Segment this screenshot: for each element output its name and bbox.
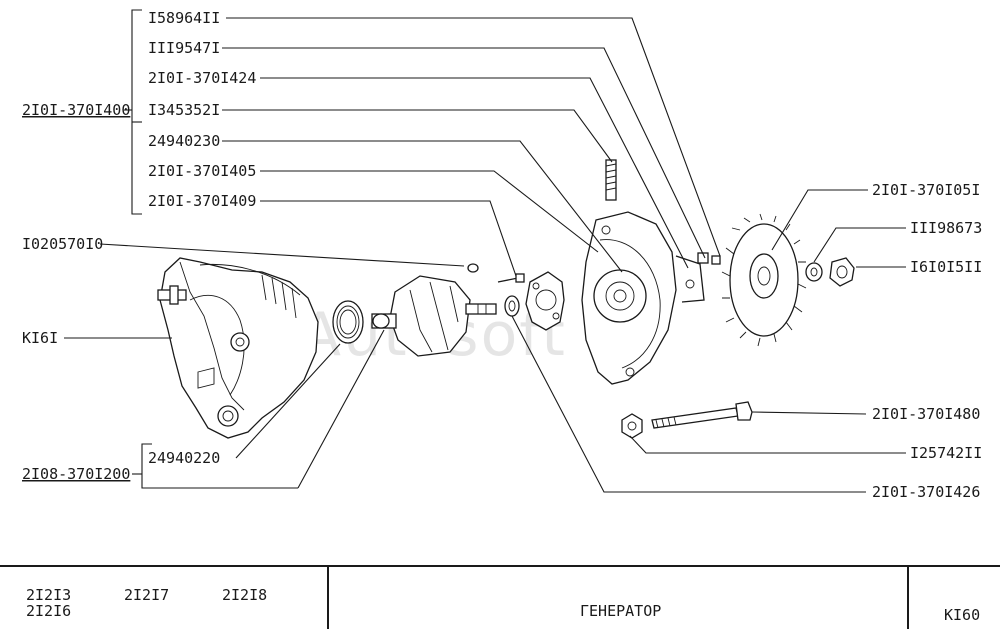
label-2I0I-370I480: 2I0I-370I480 (872, 405, 980, 423)
bearing-cover-plate (525, 271, 565, 331)
part-labels: I58964II III9547I 2I0I-370I424 I345352I … (22, 9, 982, 501)
label-24940220: 24940220 (148, 449, 220, 467)
sheet-number: KI60 (944, 606, 980, 624)
through-bolt (651, 401, 753, 429)
pulley-nut (829, 257, 855, 287)
fan-pulley (721, 213, 807, 347)
title-block: 2I2I3 2I2I7 2I2I8 2I2I6 ГЕНЕРАТОР KI60 (0, 565, 1000, 629)
model-2I2I8: 2I2I8 (222, 586, 267, 604)
model-2I2I3: 2I2I3 (26, 586, 71, 604)
label-I345352I: I345352I (148, 101, 220, 119)
screw (497, 273, 525, 283)
label-I6I0I5II: I6I0I5II (910, 258, 982, 276)
label-2I0I-370I405: 2I0I-370I405 (148, 162, 256, 180)
label-24940230: 24940230 (148, 132, 220, 150)
label-2I0I-370I409: 2I0I-370I409 (148, 192, 256, 210)
label-I25742II: I25742II (910, 444, 982, 462)
label-III98673: III98673 (910, 219, 982, 237)
threaded-stud (605, 159, 617, 201)
front-bearing (332, 300, 364, 344)
spring-washer (805, 262, 823, 282)
label-2I0I-370I05I: 2I0I-370I05I (872, 181, 980, 199)
model-2I2I7: 2I2I7 (124, 586, 169, 604)
rear-bearing (504, 295, 520, 317)
label-III9547I: III9547I (148, 39, 220, 57)
alternator-housing (157, 257, 319, 439)
model-2I2I6: 2I2I6 (26, 602, 71, 620)
label-I020570I0: I020570I0 (22, 235, 103, 253)
label-assembly-2I08-370I200: 2I08-370I200 (22, 465, 130, 483)
label-2I0I-370I426: 2I0I-370I426 (872, 483, 980, 501)
bolt-nut (621, 413, 643, 439)
rotor (371, 275, 497, 357)
label-KI6I: KI6I (22, 329, 58, 347)
small-nut (697, 252, 721, 265)
label-assembly-2I0I-370I400: 2I0I-370I400 (22, 101, 130, 119)
drive-end-cover (581, 211, 705, 385)
label-I58964II: I58964II (148, 9, 220, 27)
drawing-title: ГЕНЕРАТОР (580, 602, 661, 620)
label-2I0I-370I424: 2I0I-370I424 (148, 69, 256, 87)
small-washer (467, 263, 479, 273)
leader-lines (64, 9, 906, 493)
